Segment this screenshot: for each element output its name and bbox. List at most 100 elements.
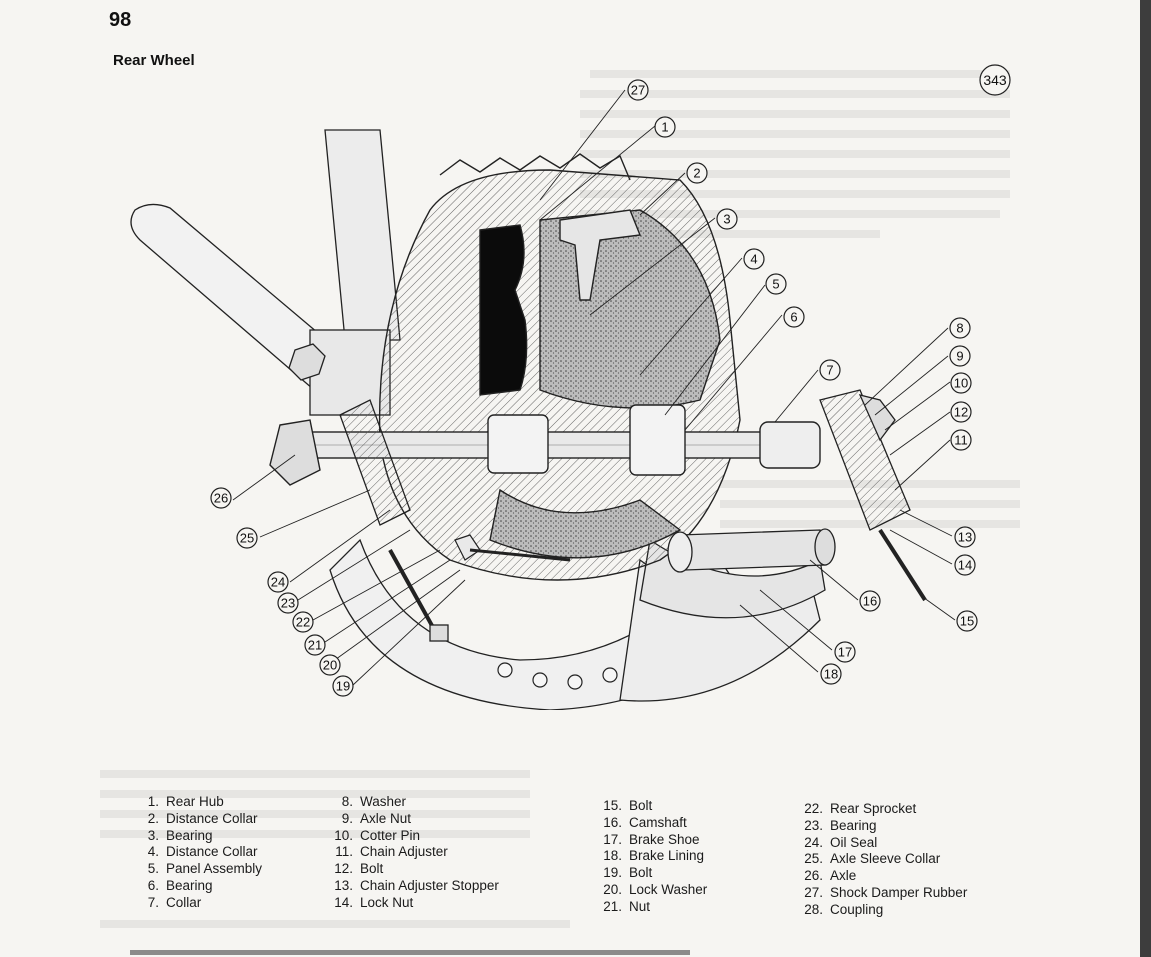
callout-15: 15 [956, 610, 978, 632]
legend-item: 26.Axle [801, 868, 967, 885]
legend-item: 3.Bearing [137, 828, 262, 845]
legend-item-number: 25. [804, 851, 823, 867]
legend-item: 5.Panel Assembly [137, 861, 262, 878]
legend-item-number: 13. [334, 877, 353, 893]
callout-number: 13 [958, 530, 972, 545]
legend-item-label: Lock Washer [629, 881, 708, 897]
legend-item-label: Lock Nut [360, 894, 414, 910]
legend-item-number: 5. [147, 861, 159, 877]
callout-20: 20 [319, 654, 341, 676]
legend-item-number: 21. [603, 898, 622, 914]
callout-4: 4 [743, 248, 765, 270]
callout-number: 25 [240, 531, 254, 546]
legend-item: 16. Camshaft [600, 815, 707, 832]
callout-circle [716, 208, 738, 230]
callout-number: 23 [281, 596, 295, 611]
callout-number: 16 [863, 594, 877, 609]
legend-item-label: Distance Collar [166, 844, 258, 860]
callout-number: 8 [956, 321, 963, 336]
legend-item-label: Camshaft [629, 814, 687, 830]
callout-27: 27 [627, 79, 649, 101]
callout-circle [783, 306, 805, 328]
legend-item-label: Bolt [629, 865, 653, 881]
callout-number: 3 [723, 212, 730, 227]
legend-item: 4. Distance Collar [137, 844, 262, 861]
callout-circle [654, 116, 676, 138]
callout-number: 12 [954, 405, 968, 420]
callout-circle [954, 526, 976, 548]
legend-item: 27.Shock Damper Rubber [801, 885, 967, 902]
legend-item: 18.Brake Lining [600, 848, 707, 865]
legend-item-number: 14. [334, 894, 353, 910]
callout-circle [949, 317, 971, 339]
callout-circle [820, 663, 842, 685]
legend-item: 6.Bearing [137, 878, 262, 895]
legend-item: 25. Axle Sleeve Collar [801, 851, 967, 868]
legend-item-label: Collar [166, 894, 202, 910]
callout-22: 22 [292, 611, 314, 633]
legend-item-number: 16. [603, 814, 622, 830]
callout-number: 1 [661, 120, 668, 135]
callout-circle [267, 571, 289, 593]
legend-item-number: 2. [147, 810, 159, 826]
callout-circle [236, 527, 258, 549]
legend-item-label: Axle Sleeve Collar [830, 851, 941, 867]
legend-item-number: 26. [804, 868, 823, 884]
legend-item: 23.Bearing [801, 818, 967, 835]
callout-1: 1 [654, 116, 676, 138]
callout-number: 27 [631, 83, 645, 98]
legend-item-number: 4. [147, 844, 159, 860]
legend-item-label: Bolt [629, 798, 653, 813]
callout-number: 15 [960, 614, 974, 629]
page-number: 98 [109, 9, 132, 31]
callout-12: 12 [950, 401, 972, 423]
callout-number: 4 [750, 252, 757, 267]
callout-number: 5 [772, 277, 779, 292]
legend-item: 20.Lock Washer [600, 882, 707, 899]
legend-item-number: 23. [804, 817, 823, 833]
callout-11: 11 [950, 429, 972, 451]
callout-10: 10 [950, 372, 972, 394]
legend-item-number: 12. [334, 861, 353, 877]
callout-13: 13 [954, 526, 976, 548]
chain-adjuster-left [339, 399, 449, 642]
legend-item-number: 19. [603, 865, 622, 881]
legend-item: 11.Chain Adjuster [331, 844, 499, 861]
callout-circle [950, 372, 972, 394]
callout-number: 26 [214, 491, 228, 506]
legend-item-number: 1. [147, 794, 159, 809]
callout-circle [686, 162, 708, 184]
callout-number: 6 [790, 310, 797, 325]
callout-circle [210, 487, 232, 509]
callout-circle [950, 429, 972, 451]
rear-hub [378, 153, 741, 581]
callout-5: 5 [765, 273, 787, 295]
legend-item-number: 28. [804, 901, 823, 917]
legend-item-label: Oil Seal [830, 834, 878, 850]
legend-item-number: 7. [147, 894, 159, 910]
legend-item: 19. Bolt [600, 865, 707, 882]
callout-circle [950, 401, 972, 423]
legend-item-number: 10. [334, 827, 353, 843]
legend-item-number: 15. [603, 798, 622, 813]
callout-21: 21 [304, 634, 326, 656]
callout-number: 11 [954, 433, 968, 448]
legend-item: 7. Collar [137, 895, 262, 912]
legend-item-label: Coupling [830, 901, 884, 917]
legend-item-label: Nut [629, 898, 651, 914]
legend-item-label: Rear Hub [166, 794, 224, 809]
callout-2: 2 [686, 162, 708, 184]
legend-item-number: 17. [603, 831, 622, 847]
callout-circle [277, 592, 299, 614]
legend-item: 24.Oil Seal [801, 835, 967, 852]
callout-circle [954, 554, 976, 576]
legend-item: 8.Washer [331, 794, 499, 811]
legend-item-number: 6. [147, 877, 159, 893]
callout-circle [956, 610, 978, 632]
callout-circle [319, 654, 341, 676]
legend-item-label: Cotter Pin [360, 827, 421, 843]
callout-circle [765, 273, 787, 295]
leader-lines [232, 89, 956, 686]
callout-number: 17 [838, 645, 852, 660]
callout-25: 25 [236, 527, 258, 549]
